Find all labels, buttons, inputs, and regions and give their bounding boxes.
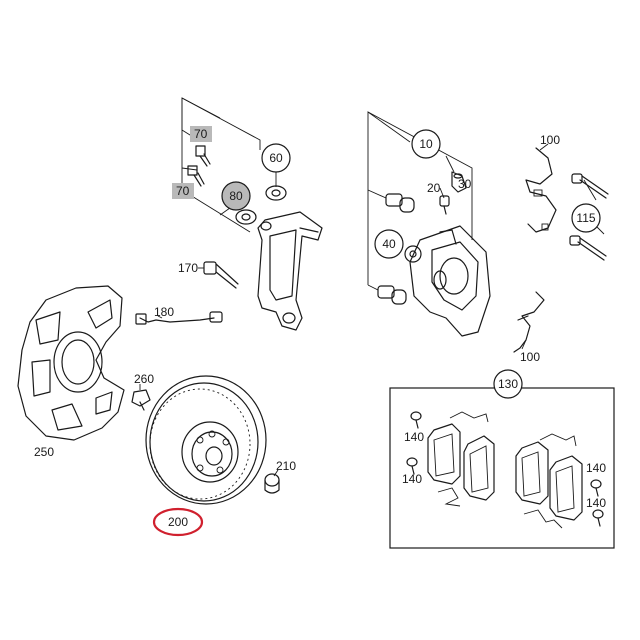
- callout-200[interactable]: 200: [168, 515, 188, 529]
- callout-115-circle[interactable]: [571, 203, 601, 233]
- caliper-bracket[interactable]: [257, 211, 323, 331]
- accessory-kit-group: 100 115 100: [513, 133, 609, 364]
- pad-screw-3[interactable]: [590, 479, 602, 497]
- callout-10-circle[interactable]: [411, 129, 441, 159]
- callout-20[interactable]: 20: [427, 181, 441, 195]
- callout-140-c[interactable]: 140: [586, 461, 606, 475]
- bleed-cap[interactable]: [439, 195, 450, 215]
- guide-pin-lower[interactable]: [377, 285, 407, 305]
- callout-100-upper[interactable]: 100: [540, 133, 560, 147]
- pad-clip-right-top[interactable]: [539, 433, 577, 447]
- callout-200-ring[interactable]: [152, 507, 204, 537]
- guide-sleeve-80[interactable]: [235, 209, 257, 225]
- callout-130[interactable]: 130: [498, 377, 518, 391]
- splash-shield[interactable]: 250: [17, 285, 125, 459]
- callout-200-group[interactable]: 200: [152, 507, 204, 537]
- callout-40-circle[interactable]: [374, 229, 404, 259]
- guide-sleeve-60[interactable]: [265, 185, 287, 201]
- pad-clip-left-top[interactable]: [449, 411, 489, 423]
- pad-clip-left-bottom[interactable]: [437, 487, 461, 507]
- callout-60[interactable]: 60: [269, 151, 283, 165]
- callout-250[interactable]: 250: [34, 445, 54, 459]
- callout-10[interactable]: 10: [419, 137, 433, 151]
- caliper-bracket-group: 70 70 60 80: [172, 97, 323, 331]
- bleed-screw[interactable]: [451, 171, 467, 193]
- guide-pin-upper[interactable]: [385, 193, 415, 213]
- callout-260[interactable]: 260: [134, 372, 154, 386]
- anti-rattle-spring-upper[interactable]: [525, 147, 557, 233]
- callout-30[interactable]: 30: [458, 177, 472, 191]
- brake-pad-left-inner[interactable]: [427, 423, 461, 485]
- guide-bolt-lower[interactable]: [187, 165, 205, 187]
- anti-rattle-spring-lower[interactable]: [513, 291, 545, 353]
- guide-bolt-upper[interactable]: [195, 145, 211, 167]
- pad-clip-right-bottom[interactable]: [523, 509, 563, 529]
- brake-pad-right-outer[interactable]: [549, 455, 583, 521]
- callout-70-lower[interactable]: 70: [176, 184, 190, 198]
- callout-70-upper-box: [190, 126, 212, 142]
- callout-140-d[interactable]: 140: [586, 496, 606, 510]
- screw-210[interactable]: 210: [264, 459, 296, 494]
- callout-80[interactable]: 80: [229, 189, 243, 203]
- callout-70-lower-box: [172, 183, 194, 199]
- callout-210[interactable]: 210: [276, 459, 296, 473]
- callout-140-a[interactable]: 140: [404, 430, 424, 444]
- brake-disc[interactable]: [145, 375, 267, 505]
- callout-180[interactable]: 180: [154, 305, 174, 319]
- callout-115[interactable]: 115: [576, 211, 595, 225]
- callout-130-circle[interactable]: [493, 369, 523, 399]
- caliper-group: 10 30 20 40: [367, 111, 491, 337]
- screw-260[interactable]: 260: [131, 372, 154, 411]
- callout-60-circle[interactable]: [261, 143, 291, 173]
- callout-170[interactable]: 170: [178, 261, 198, 275]
- wear-sensor-180[interactable]: 180: [135, 305, 223, 325]
- pad-screw-1[interactable]: [410, 411, 422, 429]
- callout-140-b[interactable]: 140: [402, 472, 422, 486]
- brake-caliper[interactable]: [404, 225, 491, 337]
- callout-70-upper[interactable]: 70: [194, 127, 208, 141]
- brake-pad-left-outer[interactable]: [463, 435, 495, 501]
- pad-kit-frame: [389, 387, 615, 549]
- callout-40[interactable]: 40: [382, 237, 396, 251]
- guide-pin-long-lower[interactable]: [569, 235, 607, 261]
- callout-80-circle[interactable]: [221, 181, 251, 211]
- caliper-bolt-170[interactable]: 170: [178, 261, 239, 289]
- guide-pin-long[interactable]: [571, 173, 609, 199]
- pad-screw-4[interactable]: [592, 509, 604, 527]
- callout-100-lower[interactable]: 100: [520, 350, 540, 364]
- brake-pad-kit: 130: [389, 369, 615, 549]
- brake-pad-right-inner[interactable]: [515, 441, 549, 505]
- pad-screw-2[interactable]: [406, 457, 418, 475]
